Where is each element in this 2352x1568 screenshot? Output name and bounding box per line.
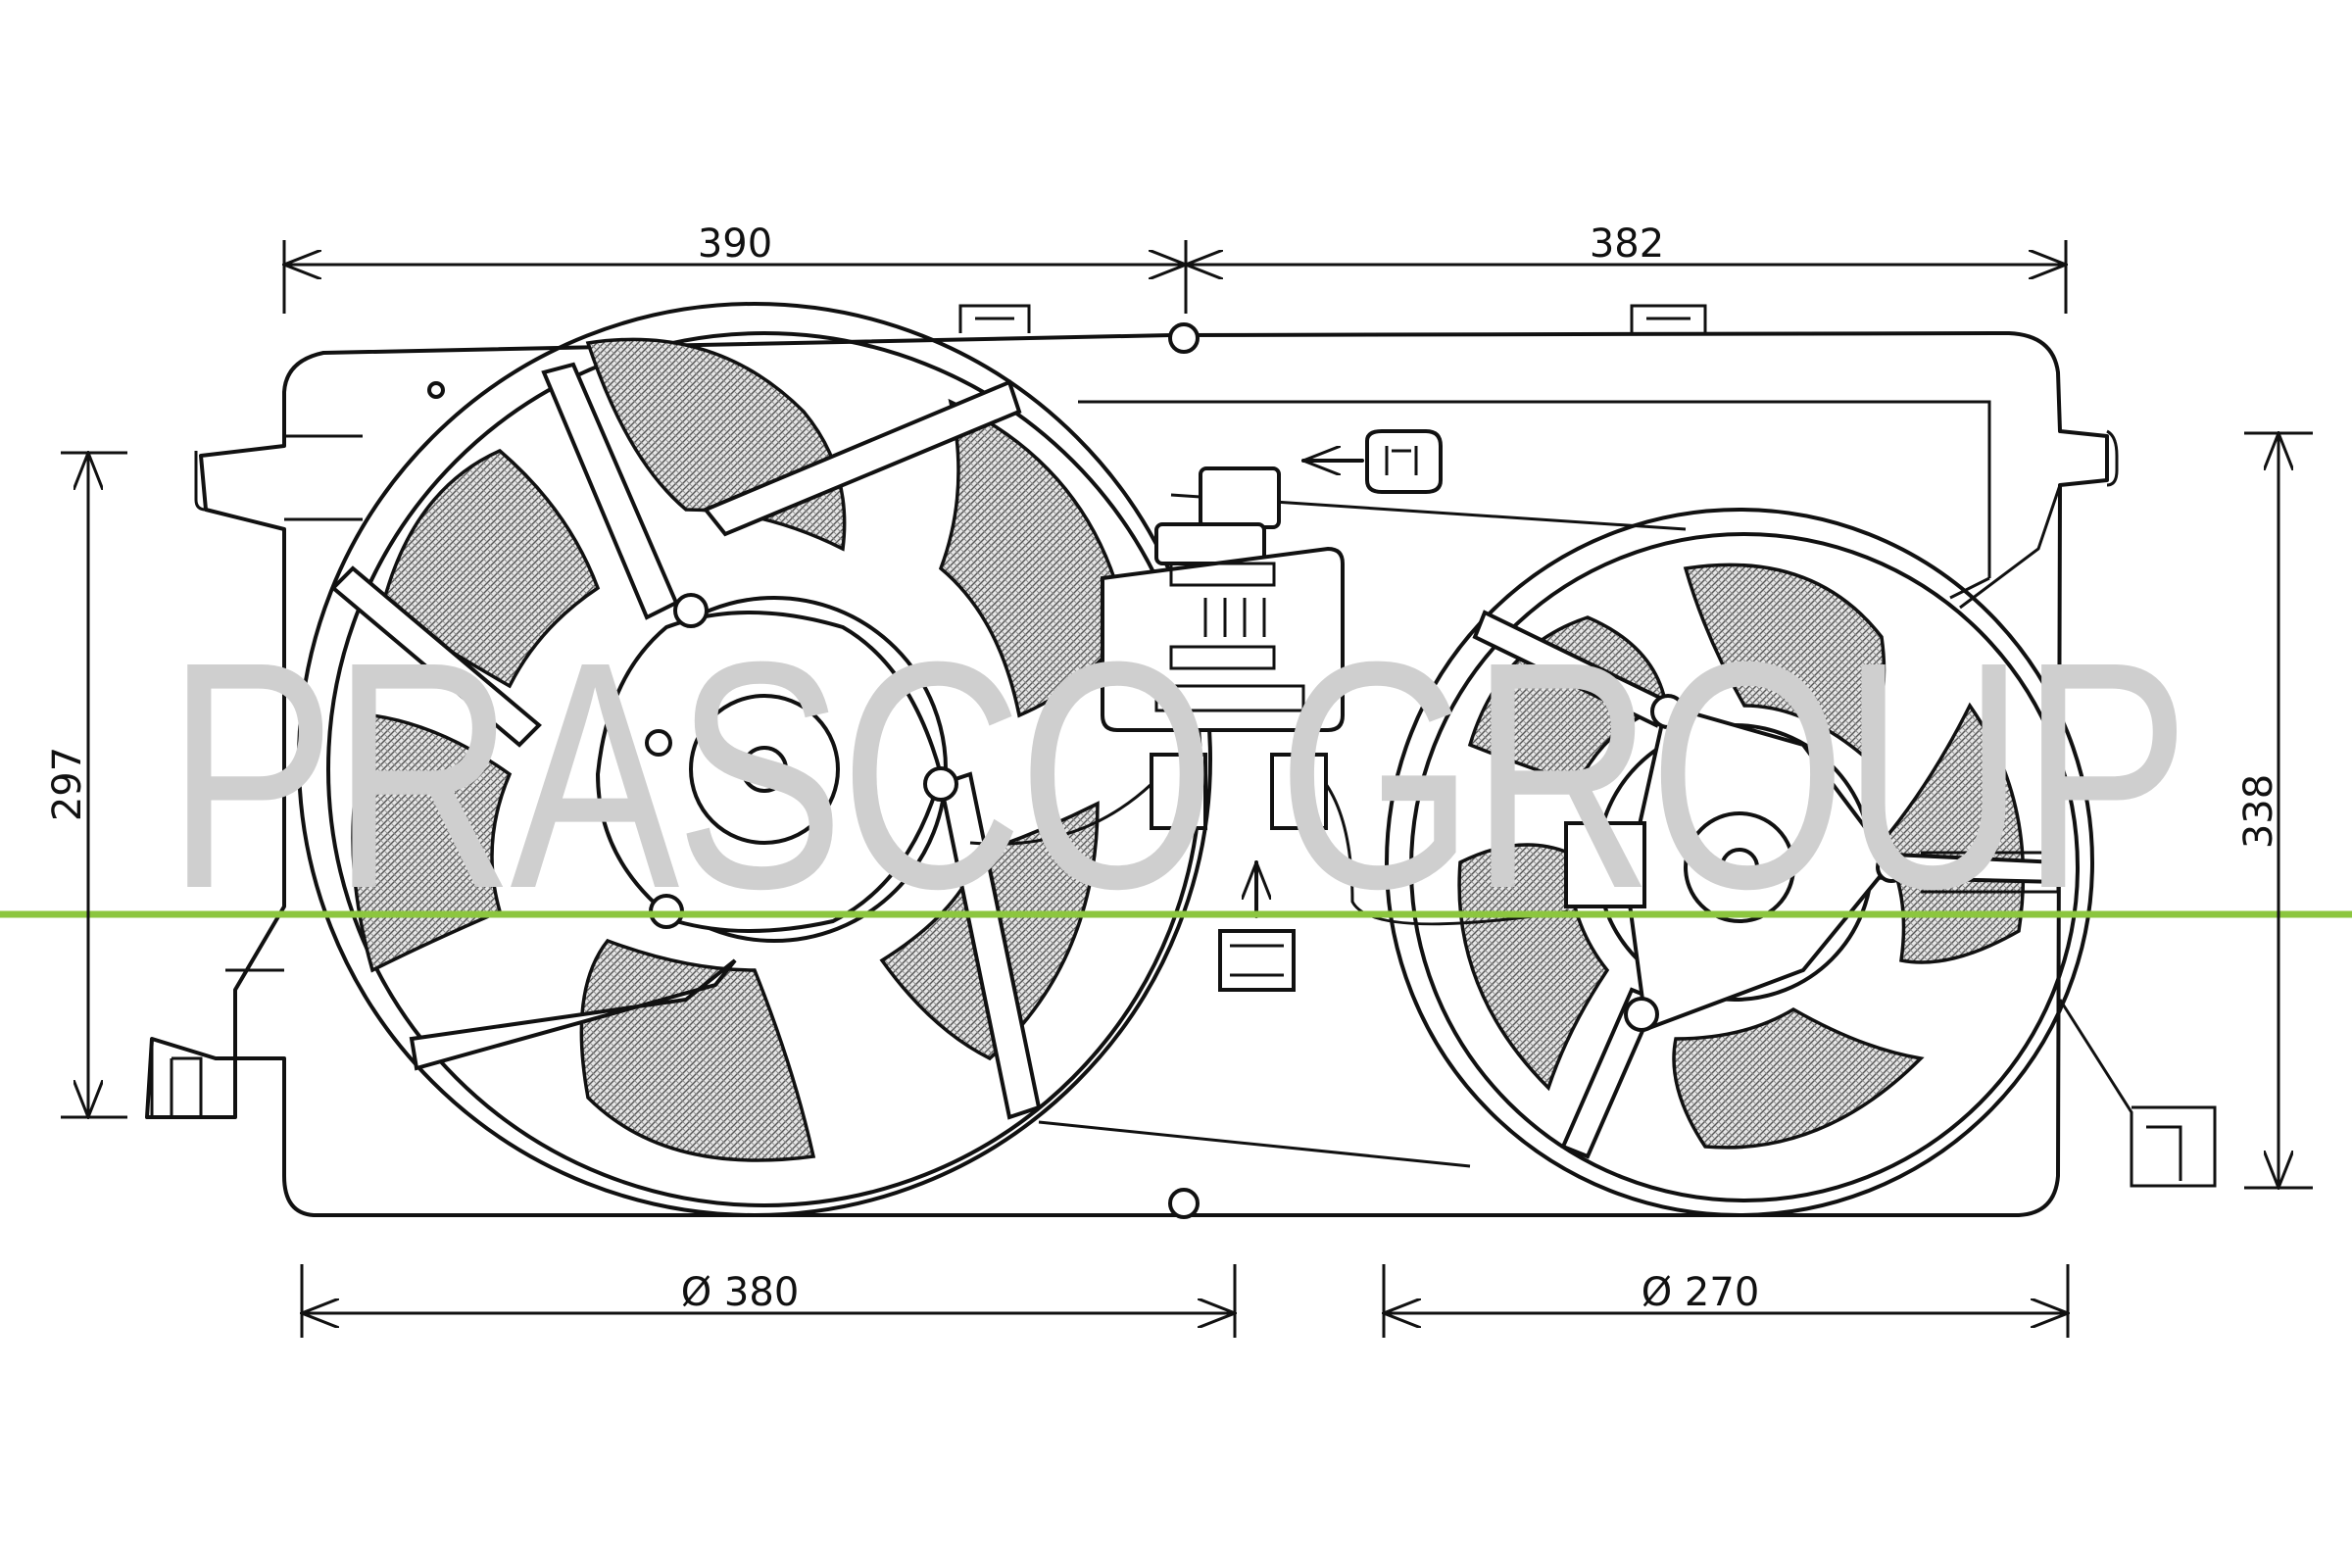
dimension-lines <box>61 240 2313 1338</box>
dim-top-left: 390 <box>698 221 772 267</box>
dim-right-fan-diameter: Ø 270 <box>1642 1270 1760 1315</box>
right-fan <box>1385 508 2094 1217</box>
resistor-module <box>969 429 1569 992</box>
watermark: PRASCO GROUP <box>167 594 2185 956</box>
dim-left-fan-diameter: Ø 380 <box>681 1270 800 1315</box>
dim-left-height: 297 <box>45 747 90 821</box>
left-fan <box>297 302 1212 1217</box>
dim-top-right: 382 <box>1590 221 1664 267</box>
shroud-frame <box>145 304 2217 1219</box>
dim-right-height: 338 <box>2236 774 2281 849</box>
